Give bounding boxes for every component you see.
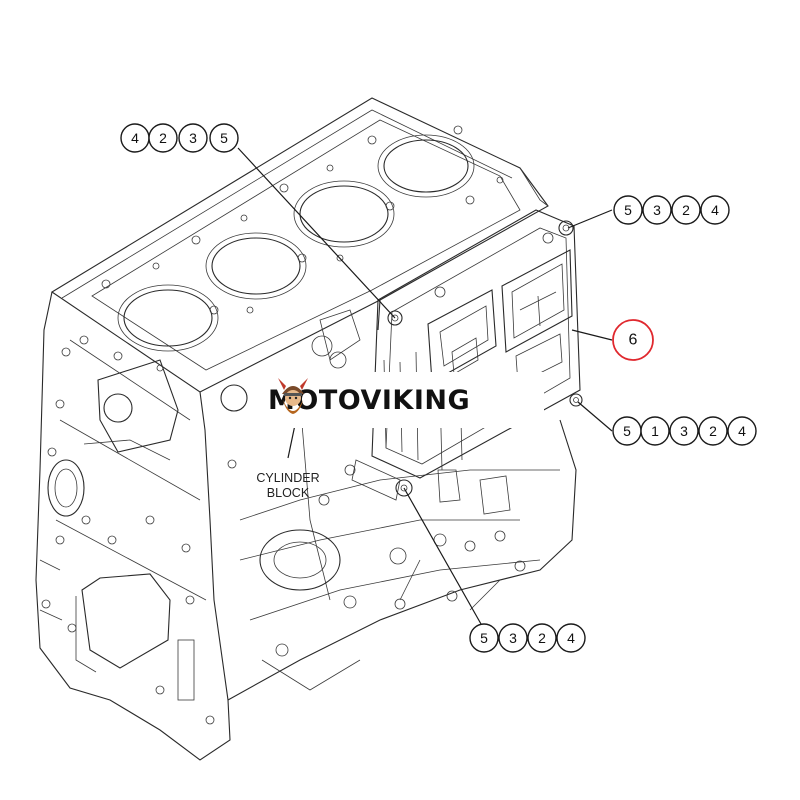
callout-number: 3 xyxy=(509,630,517,646)
callout-number: 6 xyxy=(629,332,638,349)
front-face-bolt-holes xyxy=(41,335,237,725)
callout-number: 3 xyxy=(653,202,661,218)
callout-top-right[interactable]: 5 3 2 4 xyxy=(613,195,730,225)
callout-number: 2 xyxy=(159,130,167,146)
callout-top-left[interactable]: 4 2 3 5 xyxy=(120,123,239,153)
cylinder-block-outline xyxy=(35,97,577,761)
motoviking-watermark: MOTOVIKING xyxy=(266,372,544,428)
callout-number: 5 xyxy=(623,423,631,439)
part-label-line-2: BLOCK xyxy=(267,486,310,500)
callout-bottom[interactable]: 5 3 2 4 xyxy=(469,623,586,653)
callout-number: 3 xyxy=(680,423,688,439)
callout-number: 4 xyxy=(711,202,719,218)
ecu-module xyxy=(351,209,583,501)
block-side-detail xyxy=(239,167,560,691)
callout-number: 4 xyxy=(131,130,139,146)
callout-number: 5 xyxy=(624,202,632,218)
callout-number: 4 xyxy=(567,630,575,646)
callout-number: 5 xyxy=(220,130,228,146)
callout-number: 4 xyxy=(738,423,746,439)
watermark-text: MOTOVIKING xyxy=(268,384,471,416)
callout-number: 5 xyxy=(480,630,488,646)
part-label-line-1: CYLINDER xyxy=(256,471,319,485)
callout-number: 3 xyxy=(189,130,197,146)
callout-ecu-highlighted[interactable]: 6 xyxy=(612,319,654,361)
viking-head-icon xyxy=(278,378,308,414)
callout-number: 2 xyxy=(538,630,546,646)
deck-bolt-holes xyxy=(101,125,504,372)
callout-number: 2 xyxy=(682,202,690,218)
cylinder-bores xyxy=(91,119,521,371)
callout-mid-right[interactable]: 5 1 3 2 4 xyxy=(612,416,757,446)
callout-number: 2 xyxy=(709,423,717,439)
callout-number: 1 xyxy=(651,423,659,439)
